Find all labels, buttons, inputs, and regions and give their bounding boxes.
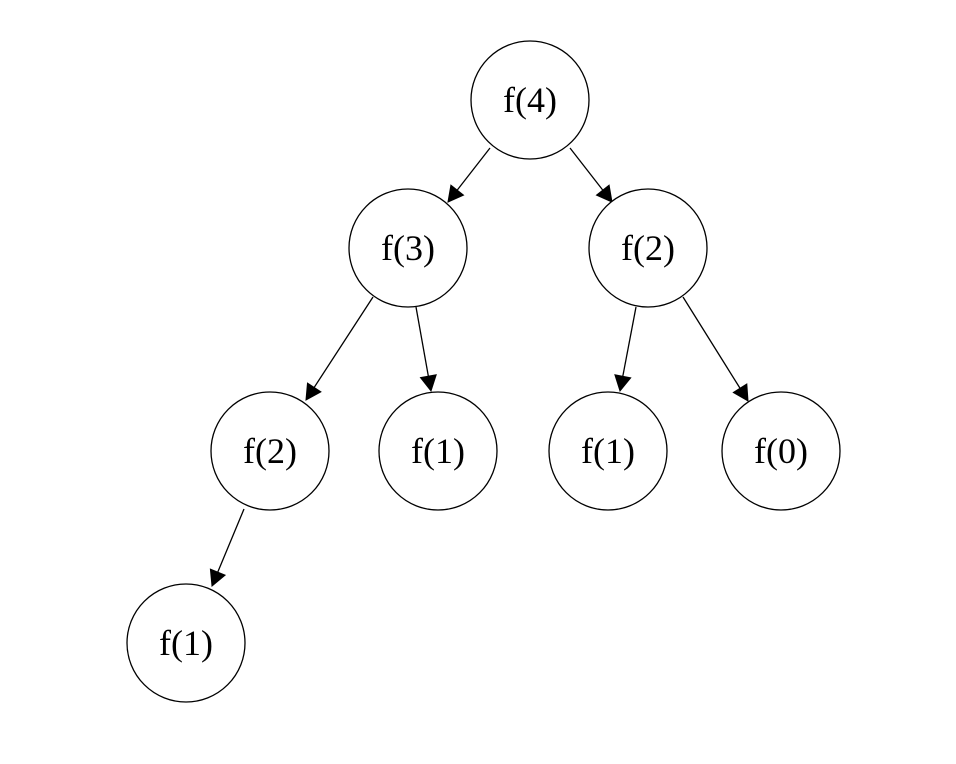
edges-layer bbox=[209, 147, 749, 587]
node-f4: f(4) bbox=[470, 40, 590, 160]
edge-f4-to-f2-right bbox=[569, 147, 613, 203]
edge-f3-to-f2-left bbox=[305, 296, 374, 401]
node-label-f1-middle-left: f(1) bbox=[411, 431, 465, 471]
edge-f2-right-to-f1 bbox=[614, 306, 637, 393]
node-label-f0: f(0) bbox=[754, 431, 808, 471]
node-f2-right: f(2) bbox=[588, 188, 708, 308]
nodes-layer: f(4) f(3) f(2) f(2) f(1) f(1) f(0) f(1) bbox=[126, 40, 841, 703]
node-f0: f(0) bbox=[721, 391, 841, 511]
edge-f2-right-to-f0 bbox=[682, 296, 749, 402]
node-label-f1-middle-right: f(1) bbox=[581, 431, 635, 471]
node-f1-middle-left: f(1) bbox=[378, 391, 498, 511]
node-label-f2-left: f(2) bbox=[243, 431, 297, 471]
node-label-f2-right: f(2) bbox=[621, 228, 675, 268]
node-label-f4: f(4) bbox=[503, 80, 557, 120]
node-f3: f(3) bbox=[348, 188, 468, 308]
node-f1-middle-right: f(1) bbox=[548, 391, 668, 511]
edge-f4-to-f3 bbox=[447, 147, 491, 203]
node-label-f1-bottom: f(1) bbox=[159, 623, 213, 663]
node-label-f3: f(3) bbox=[381, 228, 435, 268]
edge-f3-to-f1 bbox=[415, 306, 437, 393]
node-f2-left: f(2) bbox=[210, 391, 330, 511]
node-f1-bottom: f(1) bbox=[126, 583, 246, 703]
edge-f2-left-to-f1 bbox=[209, 508, 245, 587]
